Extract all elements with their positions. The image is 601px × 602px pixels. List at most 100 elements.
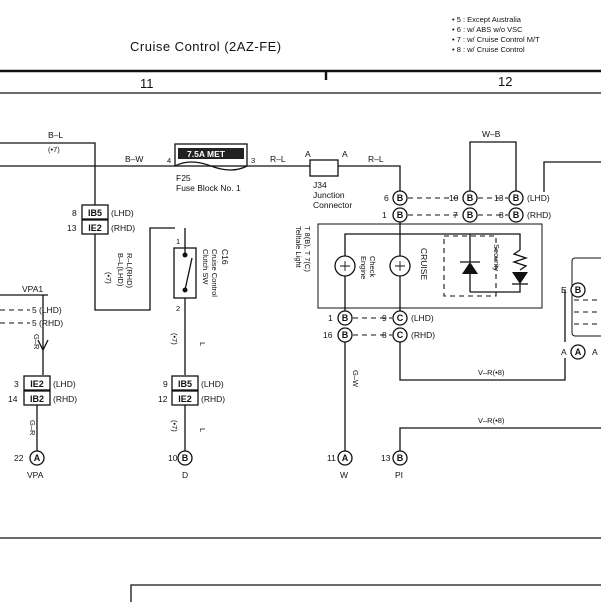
note-8: • 8 : w/ Cruise Control	[452, 45, 525, 54]
svg-text:C: C	[397, 330, 404, 340]
combination-meter: T 8(B), T 7(C) Telltale Light Check Engi…	[294, 222, 543, 318]
pin-vpa: A 22 VPA	[14, 450, 45, 480]
svg-text:IB2: IB2	[30, 394, 44, 404]
svg-text:L: L	[198, 428, 207, 432]
header-notes: • 5 : Except Australia • 6 : w/ ABS w/o …	[452, 15, 540, 54]
svg-text:B: B	[513, 193, 520, 203]
svg-text:V–R(•8): V–R(•8)	[478, 416, 505, 425]
svg-text:(•7): (•7)	[104, 272, 113, 284]
svg-text:16: 16	[323, 330, 333, 340]
right-component: B E A A A	[561, 257, 601, 360]
fuse-rating: 7.5A MET	[187, 149, 226, 159]
svg-text:B: B	[342, 330, 349, 340]
svg-text:W: W	[340, 470, 348, 480]
svg-text:VPA: VPA	[27, 470, 44, 480]
svg-text:(RHD): (RHD)	[411, 330, 435, 340]
svg-text:R–L: R–L	[368, 154, 384, 164]
svg-text:12: 12	[158, 394, 168, 404]
svg-text:E: E	[561, 285, 567, 295]
svg-text:(•7): (•7)	[170, 333, 179, 345]
svg-text:B: B	[397, 193, 404, 203]
svg-text:B: B	[467, 210, 474, 220]
wire-v-r-2: V–R(•8) B 13 PI	[381, 416, 601, 480]
svg-text:G–W: G–W	[351, 370, 360, 388]
svg-text:(LHD): (LHD)	[39, 305, 62, 315]
svg-text:2: 2	[176, 304, 180, 313]
svg-text:13: 13	[494, 193, 504, 203]
svg-text:B–L(LHD): B–L(LHD)	[116, 253, 125, 287]
svg-text:A: A	[305, 149, 311, 159]
svg-text:IE2: IE2	[88, 223, 102, 233]
svg-text:(RHD): (RHD)	[527, 210, 551, 220]
svg-text:3: 3	[14, 379, 19, 389]
svg-text:J34: J34	[313, 180, 327, 190]
svg-text:W–B: W–B	[482, 129, 501, 139]
svg-text:(RHD): (RHD)	[53, 394, 77, 404]
svg-text:B: B	[513, 210, 520, 220]
svg-text:CRUISE: CRUISE	[419, 248, 429, 280]
wire-bl-rl: B–L(LHD) R–L(RHD) (•7)	[94, 227, 175, 311]
svg-text:22: 22	[14, 453, 24, 463]
svg-text:13: 13	[67, 223, 77, 233]
svg-text:B–W: B–W	[125, 154, 143, 164]
wire-g-w: G–W A 11 W	[327, 342, 360, 480]
connector-ib5-ie2-c16: IB5 IE2 9 12 (LHD) (RHD) (•7) L	[158, 375, 225, 452]
svg-text:4: 4	[167, 156, 171, 165]
svg-text:B: B	[397, 210, 404, 220]
note-6: • 6 : w/ ABS w/o VSC	[452, 25, 523, 34]
diagram-title: Cruise Control (2AZ-FE)	[130, 39, 282, 54]
svg-text:14: 14	[8, 394, 18, 404]
svg-text:L: L	[198, 342, 207, 346]
svg-text:A: A	[592, 347, 598, 357]
svg-text:9: 9	[163, 379, 168, 389]
svg-text:D: D	[182, 470, 188, 480]
svg-text:IE2: IE2	[30, 379, 44, 389]
svg-text:5: 5	[32, 305, 37, 315]
fuse-code: F25	[176, 173, 191, 183]
svg-text:(RHD): (RHD)	[111, 223, 135, 233]
svg-text:B: B	[342, 313, 349, 323]
svg-text:V–R(•8): V–R(•8)	[478, 368, 505, 377]
svg-text:B: B	[182, 453, 189, 463]
meter-pins-bottom: B 1 B 16 C 9 C 8 (LHD) (RHD)	[323, 290, 435, 343]
svg-text:(•7): (•7)	[170, 420, 179, 432]
svg-text:9: 9	[382, 313, 387, 323]
svg-text:IE2: IE2	[178, 394, 192, 404]
svg-text:Connector: Connector	[313, 200, 352, 210]
svg-text:A: A	[561, 347, 567, 357]
svg-text:(•7): (•7)	[48, 145, 60, 154]
wire-b-l: B–L (•7)	[0, 130, 96, 205]
svg-text:(LHD): (LHD)	[53, 379, 76, 389]
svg-text:1: 1	[328, 313, 333, 323]
svg-text:13: 13	[381, 453, 391, 463]
svg-text:Engine: Engine	[359, 256, 368, 279]
fuse-f25: 7.5A MET 4 3 F25 Fuse Block No. 1	[167, 143, 255, 193]
svg-text:VPA1: VPA1	[22, 284, 43, 294]
clutch-switch-c16: 1 2 C16 Cruise Control Clutch SW (•7) L	[170, 228, 230, 375]
svg-text:Check: Check	[368, 256, 377, 278]
svg-text:11: 11	[327, 453, 336, 463]
svg-text:A: A	[342, 453, 349, 463]
svg-text:B: B	[575, 285, 582, 295]
wire-r-l-2: R–L	[338, 154, 401, 192]
note-7: • 7 : w/ Cruise Control M/T	[452, 35, 540, 44]
footer-box	[130, 584, 601, 602]
svg-text:(LHD): (LHD)	[527, 193, 550, 203]
note-5: • 5 : Except Australia	[452, 15, 522, 24]
svg-text:Clutch SW: Clutch SW	[201, 249, 210, 285]
svg-text:7: 7	[453, 210, 458, 220]
svg-text:(LHD): (LHD)	[111, 208, 134, 218]
svg-text:3: 3	[251, 156, 255, 165]
wire-v-r-1: V–R(•8)	[399, 342, 566, 381]
svg-text:B: B	[467, 193, 474, 203]
connector-ie2-ib2-mid: IE2 IB2 3 14 (LHD) (RHD) G–R	[8, 375, 77, 452]
svg-text:8: 8	[499, 210, 504, 220]
svg-text:Telltale Light: Telltale Light	[294, 226, 303, 269]
wire-w-b: W–B	[469, 129, 601, 192]
svg-text:(RHD): (RHD)	[201, 394, 225, 404]
svg-text:8: 8	[72, 208, 77, 218]
svg-text:Junction: Junction	[313, 190, 345, 200]
meter-pins-top: B 6 B 1 B 10 B 7 B 13 B 8 (LHD) (RHD)	[382, 190, 551, 223]
svg-text:T 8(B), T 7(C): T 8(B), T 7(C)	[303, 226, 312, 272]
